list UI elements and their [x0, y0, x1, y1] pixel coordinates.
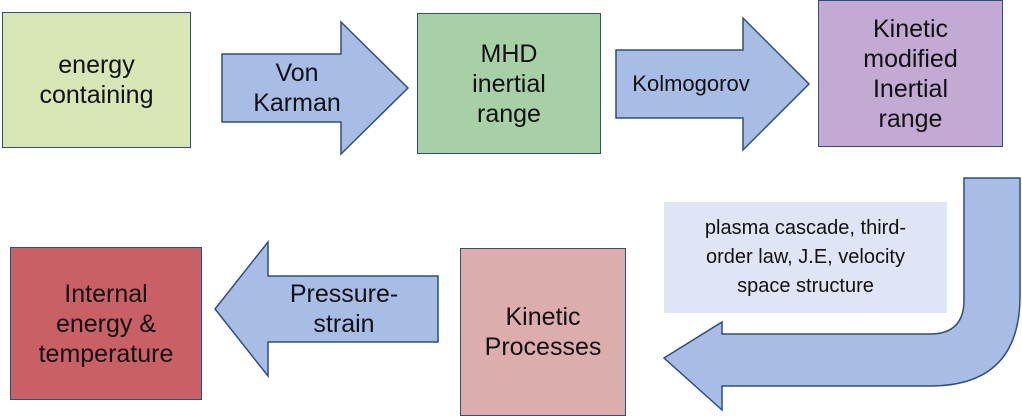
label-line: energy & [55, 309, 157, 338]
label-line: Karman [253, 89, 341, 117]
von-karman-label: Von Karman [222, 54, 372, 122]
von-karman-arrow [221, 20, 410, 156]
label-line: Pressure- [289, 280, 399, 308]
cascade-bent-arrow [662, 177, 1021, 412]
pressure-strain-arrow [214, 239, 439, 379]
kolmogorov-arrow [615, 16, 811, 152]
label-line: Kolmogorov [632, 70, 750, 96]
internal-energy-label: Internal energy & temperature [10, 247, 202, 400]
label-line: range [477, 99, 541, 128]
label-line: Von [275, 59, 319, 87]
kolmogorov-label: Kolmogorov [616, 50, 766, 118]
note-line: space structure [737, 275, 874, 297]
label-line: Processes [484, 333, 602, 361]
kinetic-processes-box [460, 248, 626, 416]
cascade-note-box [664, 202, 947, 313]
cascade-note-text: plasma cascade, third- order law, J.E, v… [664, 202, 947, 313]
internal-energy-temperature-box [10, 247, 202, 400]
label-line: strain [313, 310, 375, 338]
label-line: Kinetic [872, 14, 949, 43]
energy-containing-label: energy containing [2, 12, 191, 148]
label-line: range [878, 104, 943, 133]
label-line: modified [863, 44, 958, 73]
label-line: Internal [64, 279, 148, 308]
mhd-inertial-range-box [417, 13, 601, 154]
note-line: plasma cascade, third- [704, 217, 907, 239]
note-line: order law, J.E, velocity [706, 246, 905, 268]
label-line: containing [39, 81, 154, 109]
label-line: Kinetic [505, 303, 581, 331]
mhd-inertial-range-label: MHD inertial range [417, 13, 601, 154]
label-line: Inertial [872, 74, 949, 103]
label-line: energy [58, 51, 135, 79]
energy-containing-box [2, 12, 191, 148]
kinetic-modified-inertial-range-box [818, 0, 1003, 147]
label-line: inertial [472, 69, 546, 98]
pressure-strain-label: Pressure- strain [256, 276, 432, 342]
kinetic-processes-label: Kinetic Processes [460, 248, 626, 416]
label-line: temperature [38, 339, 174, 368]
kinetic-modified-label: Kinetic modified Inertial range [818, 0, 1003, 147]
label-line: MHD [480, 39, 538, 68]
